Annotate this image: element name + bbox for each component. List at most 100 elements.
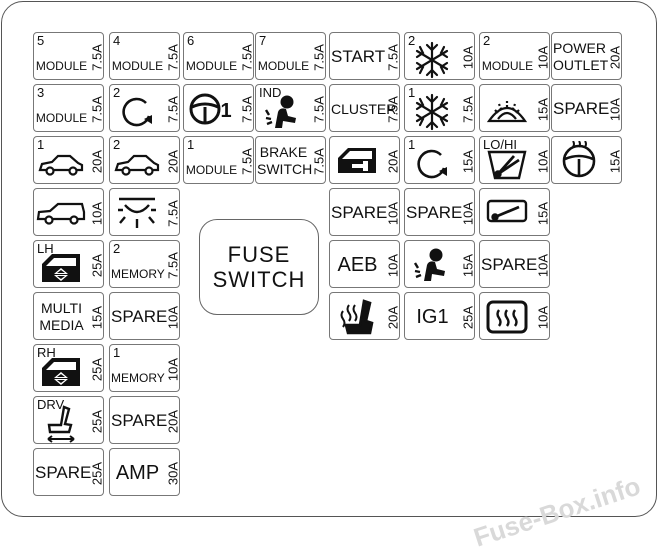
- fuse-cell: 10A: [33, 188, 104, 236]
- fuse-label: SPARE: [35, 463, 92, 482]
- fuse-amperage: 20A: [165, 409, 180, 433]
- sedan-icon: [37, 152, 84, 181]
- fuse-amperage: 7.5A: [165, 251, 180, 279]
- fuse-cell: 7.5A IND: [255, 84, 326, 132]
- fuse-label: MODULE: [185, 163, 238, 177]
- fuse-amperage: 10A: [165, 305, 180, 329]
- fuse-label: BRAKE SWITCH: [257, 144, 313, 177]
- fuse-number: 1: [187, 137, 195, 152]
- fuse-amperage: 25A: [89, 409, 104, 433]
- fuse-label: MODULE: [111, 59, 164, 73]
- fuse-amperage: 10A: [535, 253, 550, 277]
- fuse-switch-line1: FUSE: [227, 242, 291, 267]
- fuse-number: 5: [37, 33, 45, 48]
- fuse-label: MODULE: [257, 59, 310, 73]
- fuse-number: IND: [259, 85, 282, 100]
- fuse-amperage: 10A: [535, 305, 550, 329]
- fuse-amperage: 10A: [535, 149, 550, 173]
- fuse-label: AEB: [337, 254, 378, 276]
- fuse-amperage: 10A: [607, 97, 622, 121]
- fuse-amperage: 7.5A: [385, 43, 400, 71]
- defroster-icon: [412, 40, 452, 79]
- fuse-amperage: 15A: [535, 97, 550, 121]
- fuse-amperage: 7.5A: [165, 95, 180, 123]
- heated-steering-icon: [559, 140, 599, 183]
- suv-icon: [36, 201, 86, 230]
- fuse-label: POWER OUTLET: [553, 40, 609, 73]
- fuse-number: 1: [408, 85, 416, 100]
- fuse-cell: 25A DRV: [33, 396, 104, 444]
- fuse-number: 1: [408, 137, 416, 152]
- fuse-number: 1: [113, 345, 121, 360]
- fuse-number: LH: [37, 241, 54, 256]
- fuse-amperage: 7.5A: [311, 43, 326, 71]
- fuse-amperage: 30A: [165, 461, 180, 485]
- fuse-amperage: 10A: [165, 357, 180, 381]
- fuse-number: RH: [37, 345, 56, 360]
- room-lamp-icon: [115, 195, 159, 235]
- fuse-amperage: 7.5A: [165, 199, 180, 227]
- fuse-number: 6: [187, 33, 195, 48]
- fuse-cell: 15A: [479, 188, 550, 236]
- fuse-box-outline: [1, 1, 657, 517]
- heated-seat-icon: [336, 297, 378, 339]
- sedan-icon: [113, 152, 160, 181]
- fuse-amperage: 7.5A: [311, 147, 326, 175]
- fuse-number: DRV: [37, 397, 65, 412]
- fuse-switch-line2: SWITCH: [212, 267, 306, 292]
- fuse-cell: 30A AMP: [109, 448, 180, 496]
- fuse-label: SPARE: [406, 203, 463, 222]
- fuse-amperage: 10A: [460, 45, 475, 69]
- fuse-amperage: 25A: [89, 253, 104, 277]
- fuse-label: SPARE: [111, 307, 168, 326]
- rear-wiper-icon: [485, 197, 529, 234]
- fuse-cell: 10A: [479, 292, 550, 340]
- wiper-icon: [486, 146, 528, 183]
- rotation-icon: [119, 94, 155, 131]
- fuse-label: SPARE: [481, 255, 538, 274]
- fuse-amperage: 10A: [535, 45, 550, 69]
- power-seat-icon: [44, 404, 78, 443]
- fuse-number: LO/HI: [483, 137, 517, 152]
- fuse-label: MULTI MEDIA: [39, 300, 84, 333]
- fuse-number: 4: [113, 33, 121, 48]
- fuse-amperage: 7.5A: [311, 95, 326, 123]
- fuse-label: SPARE: [331, 203, 388, 222]
- rotation-icon: [414, 146, 450, 183]
- fuse-amperage: 7.5A: [165, 43, 180, 71]
- fuse-label: MEMORY: [111, 267, 165, 281]
- fuse-label: AMP: [115, 462, 160, 484]
- fuse-amperage: 20A: [385, 305, 400, 329]
- fuse-amperage: 20A: [607, 45, 622, 69]
- fuse-cell: 15A: [551, 136, 622, 184]
- airbag-icon: [263, 92, 303, 131]
- power-window-icon: [39, 251, 83, 287]
- fuse-label: CLUSTER: [331, 100, 397, 117]
- fuse-label: SPARE: [553, 99, 610, 118]
- fuse-amperage: 25A: [89, 357, 104, 381]
- fuse-amperage: 7.5A: [239, 147, 254, 175]
- fuse-cell: 15A: [404, 240, 475, 288]
- fuse-number: 2: [113, 137, 121, 152]
- fuse-amperage: 10A: [385, 201, 400, 225]
